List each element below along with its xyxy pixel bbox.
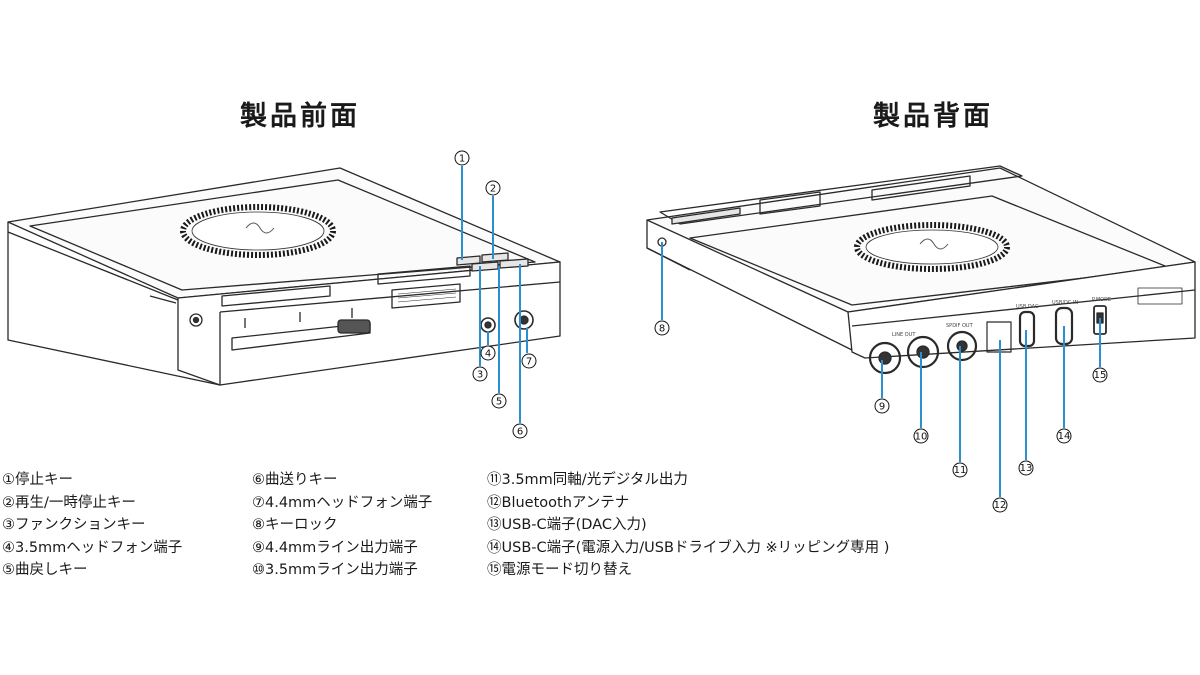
callout-8: 8 bbox=[654, 320, 670, 336]
callout-13: 13 bbox=[1018, 460, 1034, 476]
callout-9: 9 bbox=[874, 398, 890, 414]
callout-lines bbox=[461, 166, 1101, 497]
legend-item-usb-c-power: ⑭USB-C端子(電源入力/USBドライブ入力 ※リッピング専用 ) bbox=[487, 539, 890, 556]
legend-item-play-pause-key: ②再生/一時停止キー bbox=[2, 494, 136, 511]
callout-3: 3 bbox=[472, 366, 488, 382]
svg-text:2: 2 bbox=[490, 184, 496, 195]
usb-dac-label: USB DAC bbox=[1016, 304, 1039, 310]
svg-text:8: 8 bbox=[659, 324, 665, 335]
callout-11: 11 bbox=[952, 462, 968, 478]
legend-item-key-lock: ⑧キーロック bbox=[252, 517, 338, 534]
svg-text:15: 15 bbox=[1094, 370, 1107, 381]
front-disc-pattern bbox=[180, 204, 336, 258]
svg-text:4: 4 bbox=[485, 349, 491, 360]
callout-5: 5 bbox=[491, 393, 507, 409]
legend-item-4-4mm-line-out: ⑨4.4mmライン出力端子 bbox=[252, 539, 418, 556]
svg-text:10: 10 bbox=[915, 432, 928, 443]
svg-text:7: 7 bbox=[526, 357, 532, 368]
svg-text:12: 12 bbox=[994, 500, 1007, 511]
callout-2: 2 bbox=[485, 180, 501, 196]
legend-item-digital-out: ⑪3.5mm同軸/光デジタル出力 bbox=[487, 472, 688, 488]
legend-item-bluetooth-antenna: ⑫Bluetoothアンテナ bbox=[487, 494, 630, 511]
legend-column-2: ⑥曲送りキー ⑦4.4mmヘッドフォン端子 ⑧キーロック ⑨4.4mmライン出力… bbox=[252, 469, 432, 582]
callout-markers: 1 2 3 4 5 6 7 8 9 10 11 12 13 14 15 bbox=[454, 150, 1108, 513]
legend-item-3-5mm-line-out: ⑩3.5mmライン出力端子 bbox=[252, 562, 418, 579]
legend-item-3-5mm-headphone: ④3.5mmヘッドフォン端子 bbox=[2, 539, 183, 556]
usb-dc-in-label: USB/DC IN bbox=[1052, 300, 1078, 306]
back-port-labels: LINE OUT SPDIF OUT USB DAC USB/DC IN P.M… bbox=[892, 297, 1111, 338]
legend-item-usb-c-dac: ⑬USB-C端子(DAC入力) bbox=[487, 517, 647, 534]
back-view-title: 製品背面 bbox=[873, 101, 993, 132]
svg-text:14: 14 bbox=[1058, 431, 1071, 442]
power-mode-label: P.MODE bbox=[1092, 297, 1111, 303]
svg-text:6: 6 bbox=[517, 427, 523, 438]
back-disc-pattern bbox=[854, 222, 1010, 272]
front-view-title: 製品前面 bbox=[240, 101, 360, 132]
callout-10: 10 bbox=[913, 428, 929, 444]
svg-text:11: 11 bbox=[954, 465, 967, 476]
legend-item-function-key: ③ファンクションキー bbox=[2, 517, 146, 534]
legend-column-3: ⑪3.5mm同軸/光デジタル出力 ⑫Bluetoothアンテナ ⑬USB-C端子… bbox=[487, 469, 889, 582]
svg-text:1: 1 bbox=[459, 154, 465, 165]
legend-item-next-key: ⑥曲送りキー bbox=[252, 472, 338, 488]
legend-item-power-mode-switch: ⑮電源モード切り替え bbox=[487, 562, 632, 579]
legend-column-1: ①停止キー ②再生/一時停止キー ③ファンクションキー ④3.5mmヘッドフォン… bbox=[2, 469, 182, 582]
spdif-out-label: SPDIF OUT bbox=[946, 323, 974, 329]
callout-7: 7 bbox=[521, 353, 537, 369]
callout-6: 6 bbox=[512, 423, 528, 439]
line-out-label: LINE OUT bbox=[892, 332, 916, 338]
callout-14: 14 bbox=[1056, 428, 1072, 444]
front-device-illustration bbox=[7, 167, 561, 386]
callout-1: 1 bbox=[454, 150, 470, 166]
callout-4: 4 bbox=[480, 345, 496, 361]
svg-text:13: 13 bbox=[1020, 463, 1033, 474]
svg-text:5: 5 bbox=[496, 397, 502, 408]
callout-12: 12 bbox=[992, 497, 1008, 513]
legend-item-4-4mm-headphone: ⑦4.4mmヘッドフォン端子 bbox=[252, 494, 433, 511]
callout-15: 15 bbox=[1092, 367, 1108, 383]
svg-text:9: 9 bbox=[879, 402, 885, 413]
legend-item-previous-key: ⑤曲戻しキー bbox=[2, 562, 88, 579]
legend-item-stop-key: ①停止キー bbox=[2, 472, 73, 488]
svg-text:3: 3 bbox=[477, 370, 483, 381]
